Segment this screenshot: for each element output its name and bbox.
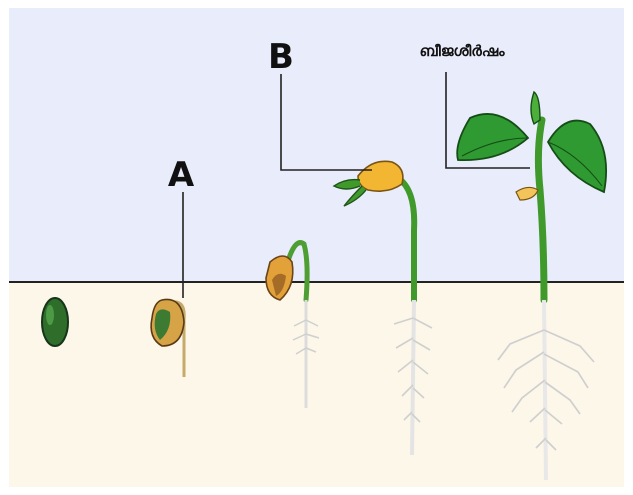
emerging-root	[412, 300, 414, 455]
label-a: A	[168, 155, 195, 195]
label-b: B	[268, 37, 294, 77]
stage-seed	[42, 298, 68, 346]
plant-taproot	[544, 300, 546, 480]
seed-highlight	[46, 305, 54, 325]
bean-seed	[42, 298, 68, 346]
soil-region	[9, 282, 624, 487]
sky-region	[9, 8, 624, 282]
label-plumule: ബീജശീർഷം	[420, 42, 506, 60]
